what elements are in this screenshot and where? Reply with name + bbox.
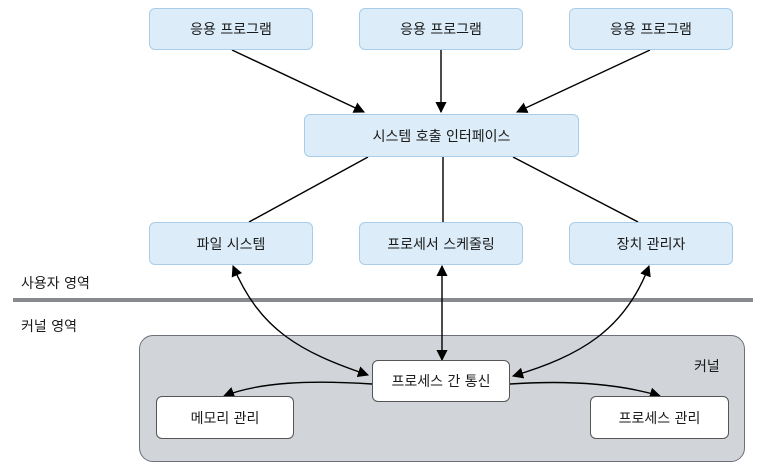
app-box-2: 응용 프로그램 [359, 8, 523, 50]
user-kernel-divider [13, 298, 753, 302]
process-management-box: 프로세스 관리 [590, 396, 729, 439]
line-syscall-file [248, 156, 369, 223]
arrow-file-ipc [231, 264, 370, 378]
process-scheduling-box: 프로세서 스케줄링 [359, 222, 523, 265]
memory-management-box: 메모리 관리 [156, 396, 294, 439]
app-box-1: 응용 프로그램 [149, 8, 313, 50]
arrow-ipc-memory [222, 381, 373, 398]
arrow-ipc-process [509, 381, 662, 399]
device-manager-box: 장치 관리자 [569, 222, 733, 265]
syscall-interface-box: 시스템 호출 인터페이스 [304, 114, 579, 157]
file-system-box: 파일 시스템 [149, 222, 313, 265]
arrow-app1-syscall [231, 49, 366, 113]
line-syscall-device [512, 156, 639, 223]
kernel-area-label: 커널 영역 [21, 319, 77, 335]
app-box-3: 응용 프로그램 [569, 8, 733, 50]
ipc-box: 프로세스 간 통신 [372, 360, 510, 402]
arrow-app3-syscall [515, 49, 651, 113]
kernel-label: 커널 [694, 359, 720, 375]
user-area-label: 사용자 영역 [21, 276, 90, 292]
arrow-device-ipc [511, 264, 651, 379]
